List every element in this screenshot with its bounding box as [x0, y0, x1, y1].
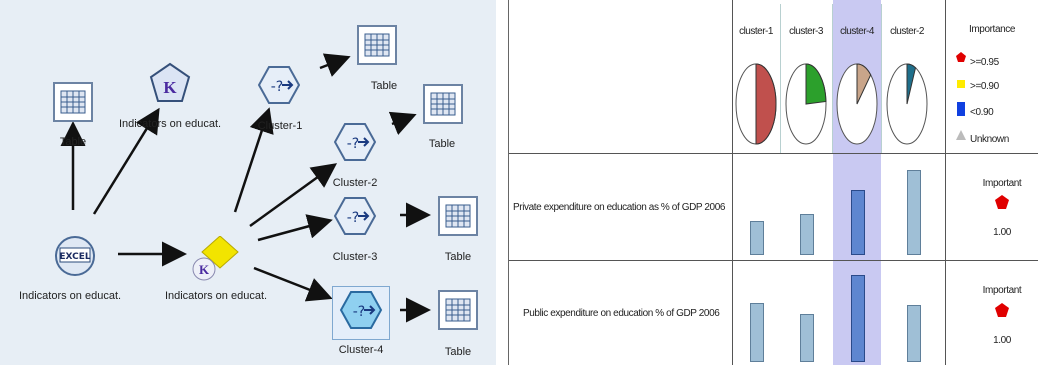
col-divider — [881, 4, 882, 153]
excel-source-icon: EXCEL — [55, 236, 95, 276]
importance-label: Important — [982, 285, 1022, 296]
select-icon: -? — [257, 66, 301, 104]
grid-line — [945, 0, 946, 365]
cluster-1-select-node[interactable]: -? — [257, 65, 301, 105]
triangle-marker-icon — [956, 130, 966, 140]
select-icon: -? — [333, 197, 377, 235]
bar-cluster-2 — [907, 305, 921, 362]
cluster-size-pies — [735, 63, 928, 145]
bar-cluster-3 — [800, 214, 814, 255]
grid-line — [509, 153, 1038, 154]
pentagon-marker-icon — [956, 52, 966, 62]
importance-legend-markers — [956, 52, 966, 140]
select-icon: -? — [339, 291, 383, 329]
table-node-top[interactable] — [357, 25, 397, 65]
table-node-c2[interactable] — [423, 84, 463, 124]
link-c1-table — [319, 53, 351, 77]
svg-text:-?: -? — [271, 79, 283, 95]
table-icon — [438, 290, 478, 330]
node-label: Indicators on educat. — [164, 290, 268, 302]
table-icon — [423, 84, 463, 124]
bar-cluster-4 — [851, 275, 865, 362]
pie-slice-cluster-3 — [805, 63, 827, 105]
kmeans-apply-node[interactable]: K — [190, 235, 240, 282]
pentagon-marker-icon — [995, 195, 1009, 209]
kmeans-model-node[interactable]: K — [148, 62, 191, 102]
link-c2-table — [388, 111, 417, 136]
pie-slice-cluster-2 — [906, 63, 917, 105]
bar-cluster-4 — [851, 190, 865, 255]
square-marker-icon — [957, 102, 965, 116]
link-apply-c4 — [253, 266, 333, 302]
svg-text:-?: -? — [347, 136, 359, 152]
select-icon: -? — [333, 123, 377, 161]
node-label: Table — [428, 138, 456, 150]
bar-cluster-1 — [750, 303, 764, 362]
table-icon — [438, 196, 478, 236]
svg-text:EXCEL: EXCEL — [59, 252, 91, 262]
square-marker-icon — [957, 80, 965, 88]
svg-text:-?: -? — [347, 210, 359, 226]
legend-label: <0.90 — [970, 107, 994, 118]
table-node-c3[interactable] — [438, 196, 478, 236]
table-node-c4[interactable] — [438, 290, 478, 330]
importance-label: Important — [982, 178, 1022, 189]
node-label: Table — [444, 346, 472, 358]
kmeans-model-icon: K — [149, 62, 191, 102]
node-label: Cluster-3 — [332, 251, 378, 263]
bar-cluster-3 — [800, 314, 814, 362]
importance-value: 1.00 — [993, 335, 1011, 346]
svg-text:K: K — [199, 262, 210, 277]
importance-title: Importance — [969, 24, 1016, 35]
grid-line — [509, 260, 1038, 261]
cluster-3-select-node[interactable]: -? — [333, 196, 377, 236]
row-label: Private expenditure on education as % of… — [513, 202, 726, 213]
svg-text:K: K — [163, 78, 177, 97]
grid-line — [732, 0, 733, 365]
node-label: Indicators on educat. — [18, 290, 122, 302]
node-label: Cluster-1 — [257, 120, 303, 132]
importance-value: 1.00 — [993, 227, 1011, 238]
legend-label: Unknown — [970, 134, 1009, 145]
column-header-cluster-4[interactable]: cluster-4 — [840, 26, 874, 37]
table-icon — [53, 82, 93, 122]
svg-text:-?: -? — [353, 304, 365, 320]
table-node-left[interactable] — [53, 82, 93, 122]
col-divider — [780, 4, 781, 153]
row-label: Public expenditure on education % of GDP… — [523, 308, 720, 319]
stream-links — [60, 53, 431, 323]
node-label: Table — [444, 251, 472, 263]
node-label: Table — [59, 136, 87, 148]
link-apply-c1 — [233, 107, 274, 213]
pentagon-marker-icon — [995, 303, 1009, 317]
cluster-4-select-node[interactable]: -? — [332, 286, 390, 340]
node-label: Cluster-4 — [338, 344, 384, 356]
node-label: Cluster-2 — [332, 177, 378, 189]
link-apply-c2 — [249, 163, 338, 228]
node-label: Indicators on educat. — [118, 118, 222, 130]
pie-slice-cluster-4 — [856, 63, 872, 105]
pie-slice-cluster-1 — [755, 63, 777, 145]
excel-source-node[interactable]: EXCEL — [52, 236, 98, 276]
column-header-cluster-1[interactable]: cluster-1 — [739, 26, 773, 37]
link-apply-c3 — [257, 214, 333, 242]
link-excel-kmeans — [92, 107, 160, 215]
node-label: Table — [370, 80, 398, 92]
table-icon — [357, 25, 397, 65]
bar-cluster-1 — [750, 221, 764, 255]
cluster-2-select-node[interactable]: -? — [333, 122, 377, 162]
cluster-viewer: cluster-1 cluster-3 cluster-4 cluster-2 … — [508, 0, 1038, 365]
column-header-cluster-2[interactable]: cluster-2 — [890, 26, 924, 37]
legend-label: >=0.90 — [970, 81, 999, 92]
col-divider — [832, 4, 833, 153]
bar-cluster-2 — [907, 170, 921, 255]
legend-label: >=0.95 — [970, 57, 999, 68]
kmeans-node-icon: K — [192, 235, 239, 281]
stream-canvas[interactable]: Table K Indicators on educat. -? Cluster… — [0, 0, 496, 365]
column-header-cluster-3[interactable]: cluster-3 — [789, 26, 823, 37]
